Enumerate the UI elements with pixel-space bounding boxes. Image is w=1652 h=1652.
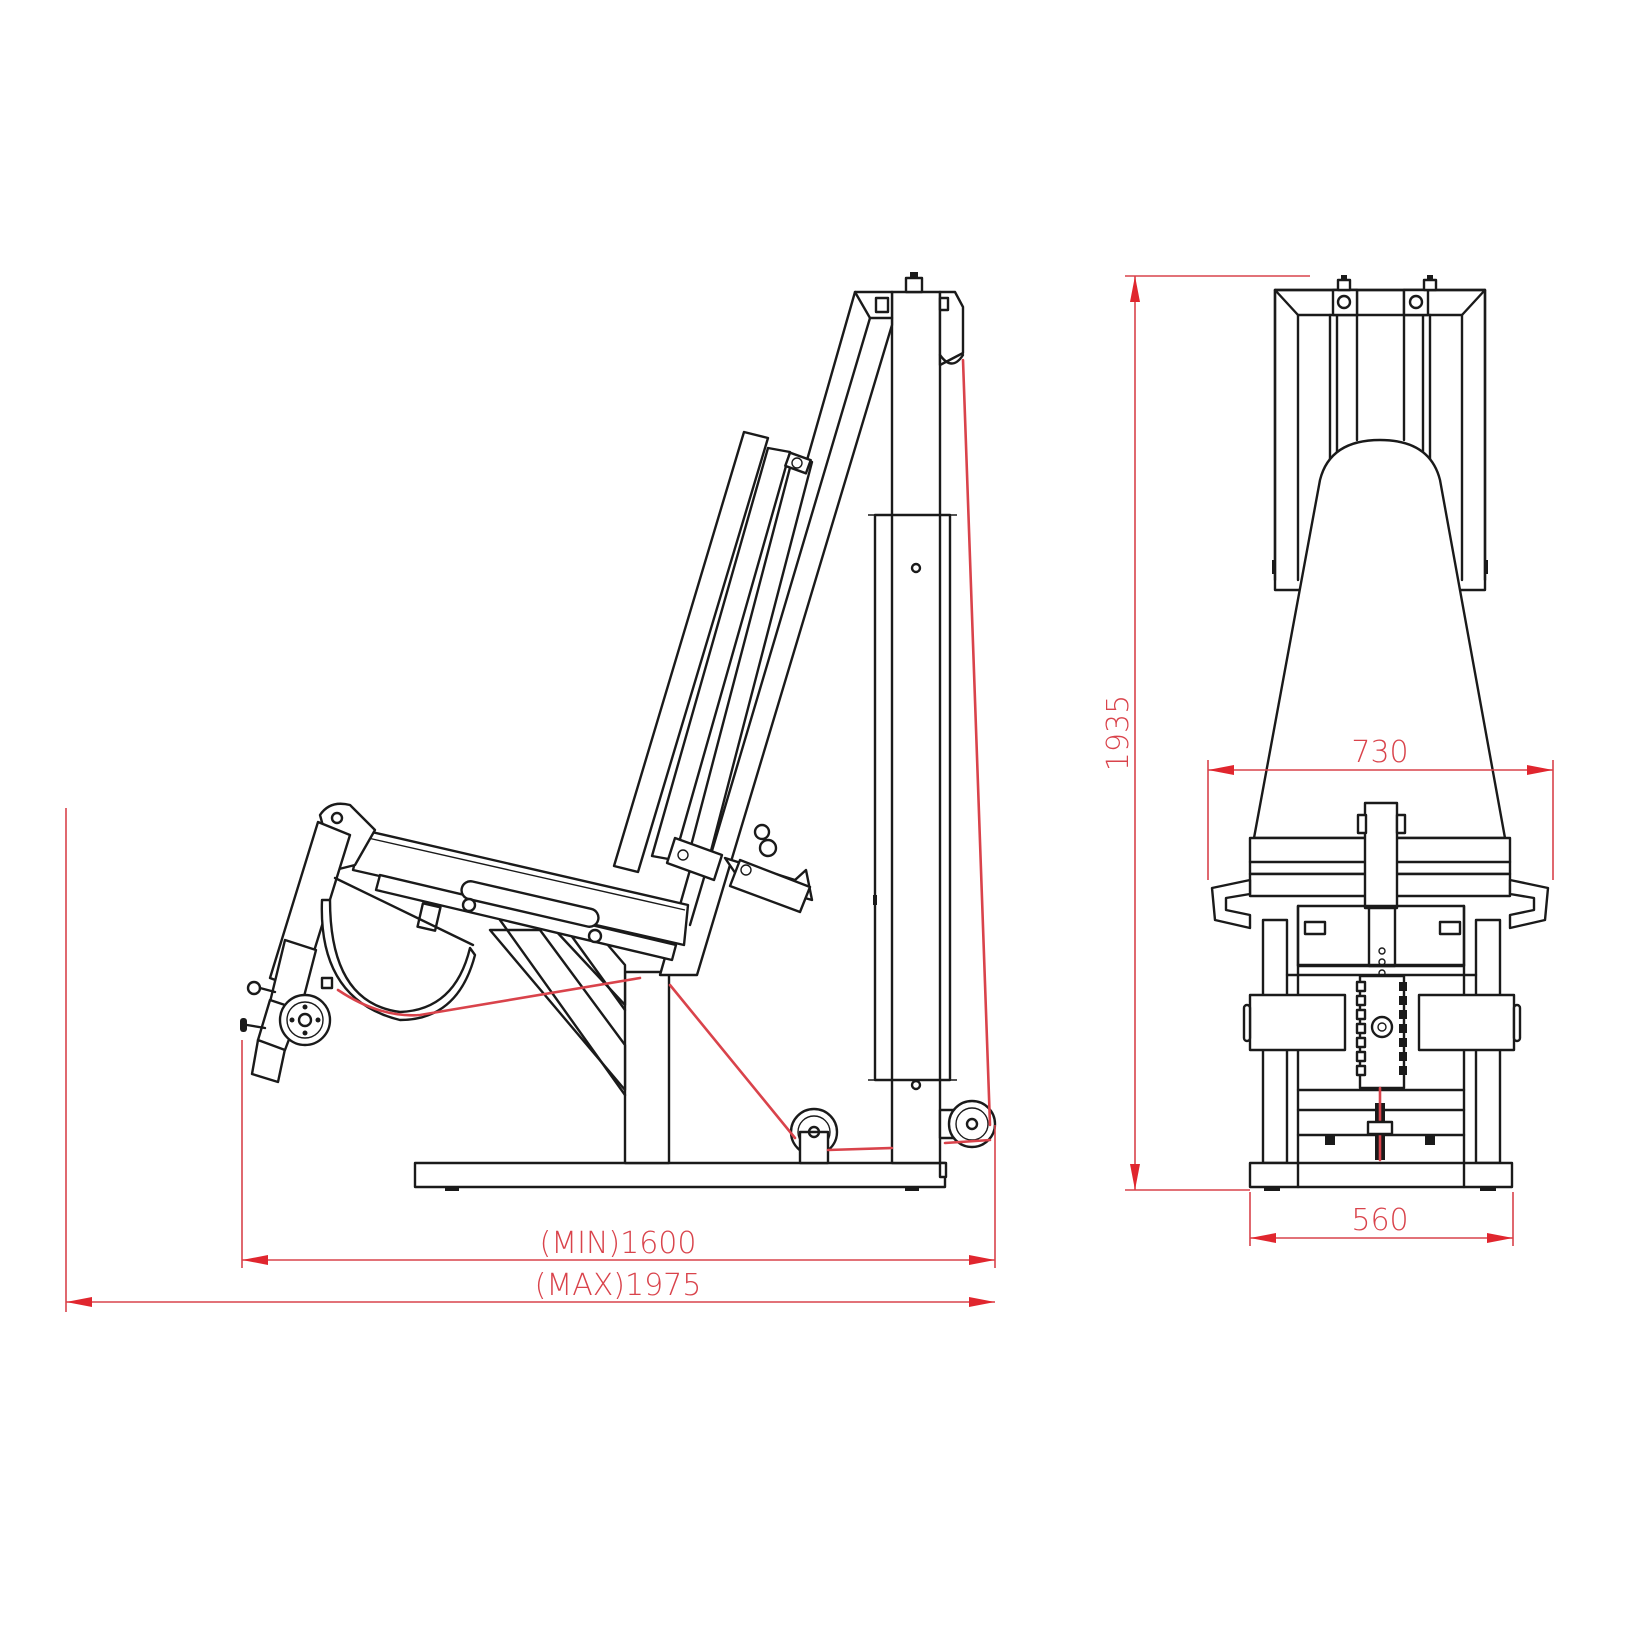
dimension-width-top: 730 (1207, 735, 1554, 880)
dimension-label-width-base: 560 (1351, 1203, 1408, 1238)
side-view (240, 272, 997, 1191)
leg-arm (240, 802, 477, 1084)
seat-support (488, 918, 671, 1165)
dimension-length-max: (MAX)1975 (65, 808, 995, 1312)
base-rail (413, 1161, 947, 1189)
dimension-width-base: 560 (1249, 1192, 1514, 1246)
dimension-label-min: (MIN)1600 (540, 1226, 697, 1261)
chain-links (1355, 980, 1407, 1077)
dimension-label-height: 1935 (1101, 695, 1136, 771)
dimension-label-max: (MAX)1975 (535, 1268, 702, 1303)
cable (336, 358, 992, 1152)
main-upright (868, 272, 965, 1179)
dimension-height: 1935 (1101, 275, 1310, 1191)
dimension-length-min: (MIN)1600 (241, 1040, 996, 1268)
backrest-pad (612, 430, 814, 914)
dimension-label-width-top: 730 (1351, 735, 1408, 770)
front-view (1210, 275, 1550, 1191)
